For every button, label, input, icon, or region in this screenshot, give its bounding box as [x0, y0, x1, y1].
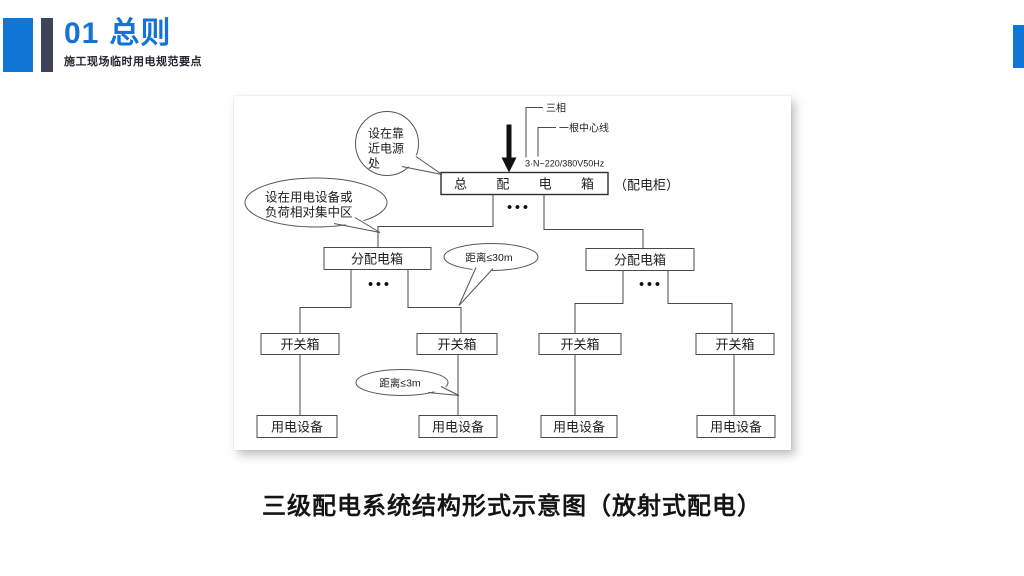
accent-bar: [41, 18, 53, 72]
callout-near-load: 设在用电设备或 负荷相对集中区: [244, 177, 388, 233]
page-subtitle: 施工现场临时用电规范要点: [64, 56, 202, 68]
accent-square: [3, 18, 33, 72]
callout-distance-30m: 距离≤30m: [443, 243, 539, 306]
supply-arrow-icon: [501, 124, 517, 173]
neutral-label: 一根中心线: [559, 122, 609, 135]
section-number: 01: [64, 17, 100, 50]
switch-box-1-label: 开关箱: [280, 337, 319, 352]
callout-distance-3m: 距离≤3m: [355, 369, 460, 396]
switch-box-4-label: 开关箱: [715, 337, 754, 352]
header: 01 总则 施工现场临时用电规范要点: [64, 18, 202, 69]
svg-text:处: 处: [368, 157, 380, 171]
section-title: 总则: [109, 17, 172, 50]
svg-text:设在靠: 设在靠: [368, 127, 404, 141]
ellipsis-main: •••: [507, 199, 531, 215]
main-box-note: （配电柜）: [614, 178, 679, 193]
three-phase-leader-line: [525, 107, 543, 158]
voltage-label: 3·N~220/380V50Hz: [525, 159, 605, 169]
svg-text:距离≤30m: 距离≤30m: [465, 251, 512, 264]
diagram-caption: 三级配电系统结构形式示意图（放射式配电）: [262, 493, 762, 520]
switch-box-2-label: 开关箱: [437, 337, 476, 352]
three-phase-label: 三相: [546, 102, 566, 115]
distribution-box-1: [323, 247, 432, 270]
ellipsis-dist-1: •••: [368, 276, 392, 292]
equipment-box-1: [256, 415, 338, 438]
equipment-box-3: [540, 415, 618, 438]
distribution-box-1-label: 分配电箱: [351, 252, 403, 267]
svg-text:负荷相对集中区: 负荷相对集中区: [265, 205, 353, 220]
equipment-box-3-label: 用电设备: [553, 420, 605, 435]
wire-dist2-to-switch4: [667, 270, 733, 334]
neutral-leader-line: [537, 127, 556, 157]
distribution-box-2: [585, 248, 695, 271]
page-title: 01 总则: [64, 18, 202, 50]
distribution-box-2-label: 分配电箱: [614, 253, 666, 268]
wire-main-to-left-dist: [377, 194, 494, 248]
wire-dist1-to-switch1: [299, 269, 352, 334]
ellipsis-dist-2: •••: [639, 276, 663, 292]
switch-box-2: [416, 333, 498, 355]
callout-near-power: 设在靠 近电源 处: [355, 111, 443, 176]
svg-text:距离≤3m: 距离≤3m: [379, 377, 421, 390]
wire-dist1-to-switch2: [407, 269, 462, 334]
switch-box-4: [695, 333, 775, 355]
equipment-box-4: [696, 415, 776, 438]
switch-box-3-label: 开关箱: [560, 337, 599, 352]
wire-main-to-right-dist: [543, 194, 644, 249]
svg-text:设在用电设备或: 设在用电设备或: [265, 190, 353, 205]
main-distribution-box: [440, 171, 609, 196]
equipment-box-2-label: 用电设备: [432, 420, 484, 435]
equipment-box-2: [418, 415, 498, 438]
diagram-panel: 三相 一根中心线 3·N~220/380V50Hz 总 配 电 箱 （配电柜） …: [234, 96, 791, 450]
equipment-box-1-label: 用电设备: [271, 420, 323, 435]
wire-dist2-to-switch3: [574, 270, 624, 334]
distribution-diagram: 三相 一根中心线 3·N~220/380V50Hz 总 配 电 箱 （配电柜） …: [244, 102, 776, 438]
switch-box-3: [538, 333, 622, 355]
equipment-box-4-label: 用电设备: [710, 420, 762, 435]
right-accent-bar: [1013, 25, 1024, 68]
svg-text:近电源: 近电源: [368, 142, 404, 156]
